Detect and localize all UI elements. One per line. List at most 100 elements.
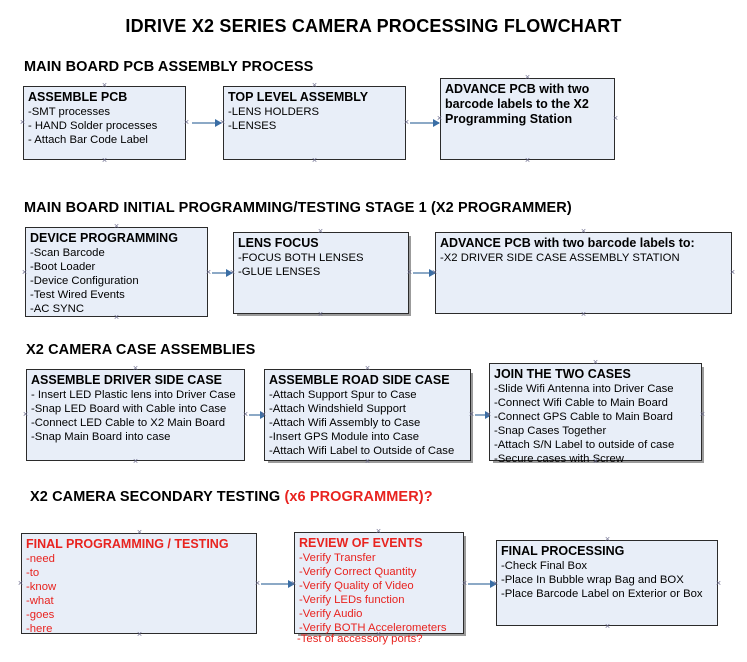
connection-handle[interactable] — [311, 157, 318, 164]
process-box-device-programming[interactable]: DEVICE PROGRAMMING -Scan Barcode -Boot L… — [25, 227, 208, 317]
process-box-body: ASSEMBLE PCB -SMT processes - HAND Solde… — [24, 87, 185, 147]
process-box-body: TOP LEVEL ASSEMBLY -LENS HOLDERS -LENSES — [224, 87, 405, 133]
connection-handle[interactable] — [406, 269, 413, 276]
process-box-body: FINAL PROCESSING -Check Final Box -Place… — [497, 541, 717, 601]
connection-handle[interactable] — [183, 119, 190, 126]
connection-handle[interactable] — [290, 580, 297, 587]
connection-handle[interactable] — [524, 157, 531, 164]
process-box-line: -to — [26, 567, 40, 579]
connection-handle[interactable] — [113, 314, 120, 321]
connection-handle[interactable] — [375, 528, 382, 535]
process-box-line: -AC SYNC — [30, 303, 84, 315]
process-box-title: DEVICE PROGRAMMING — [30, 231, 178, 245]
process-box-title: FINAL PROCESSING — [501, 544, 625, 558]
process-box-line: -what — [26, 595, 54, 607]
process-box-line: -Attach Windshield Support — [269, 403, 406, 415]
connection-handle[interactable] — [729, 269, 736, 276]
process-box-title: ASSEMBLE PCB — [28, 90, 128, 104]
connection-handle[interactable] — [229, 269, 236, 276]
connection-handle[interactable] — [492, 580, 499, 587]
process-box-overflow-line: -Test of accessory ports? — [297, 633, 423, 645]
connection-handle[interactable] — [580, 228, 587, 235]
connection-handle[interactable] — [604, 623, 611, 630]
connection-handle[interactable] — [101, 82, 108, 89]
connection-handle[interactable] — [612, 115, 619, 122]
process-box-line: -Test Wired Events — [30, 289, 125, 301]
section-heading-text: X2 CAMERA CASE ASSEMBLIES — [26, 342, 256, 358]
process-box-review-of-events[interactable]: REVIEW OF EVENTS -Verify Transfer -Verif… — [294, 532, 464, 634]
connection-handle[interactable] — [403, 119, 410, 126]
connection-handle[interactable] — [19, 119, 26, 126]
process-box-body: ADVANCE PCB with two barcode labels to t… — [441, 79, 614, 127]
connection-handle[interactable] — [461, 580, 468, 587]
connection-handle[interactable] — [317, 311, 324, 318]
process-box-line: -Snap Main Board into case — [31, 431, 171, 443]
process-box-line: -Scan Barcode — [30, 247, 105, 259]
process-box-advance-pcb-driver-side-case[interactable]: ADVANCE PCB with two barcode labels to: … — [435, 232, 732, 314]
process-box-advance-pcb-programming-station[interactable]: ADVANCE PCB with two barcode labels to t… — [440, 78, 615, 160]
connection-handle[interactable] — [715, 580, 722, 587]
connection-handle[interactable] — [260, 411, 267, 418]
connection-handle[interactable] — [317, 228, 324, 235]
connection-handle[interactable] — [242, 411, 249, 418]
process-box-assemble-driver-side-case[interactable]: ASSEMBLE DRIVER SIDE CASE - Insert LED P… — [26, 369, 245, 461]
process-box-title: ASSEMBLE ROAD SIDE CASE — [269, 373, 450, 387]
process-box-line: -LENS HOLDERS — [228, 106, 320, 118]
connection-handle[interactable] — [468, 411, 475, 418]
process-box-line: -know — [26, 581, 57, 593]
connection-handle[interactable] — [136, 631, 143, 638]
connection-handle[interactable] — [592, 359, 599, 366]
connection-handle[interactable] — [604, 536, 611, 543]
connection-handle[interactable] — [132, 365, 139, 372]
connection-handle[interactable] — [254, 580, 261, 587]
connection-handle[interactable] — [136, 529, 143, 536]
connection-handle[interactable] — [22, 411, 29, 418]
connection-handle[interactable] — [364, 365, 371, 372]
connection-handle[interactable] — [375, 631, 382, 638]
process-box-assemble-road-side-case[interactable]: ASSEMBLE ROAD SIDE CASE -Attach Support … — [264, 369, 471, 461]
connection-handle[interactable] — [132, 458, 139, 465]
connection-handle[interactable] — [524, 74, 531, 81]
connection-handle[interactable] — [431, 269, 438, 276]
process-box-line: -Slide Wifi Antenna into Driver Case — [494, 383, 674, 395]
process-box-line: -here — [26, 623, 53, 635]
process-box-title: ASSEMBLE DRIVER SIDE CASE — [31, 373, 223, 387]
process-box-body: ASSEMBLE DRIVER SIDE CASE - Insert LED P… — [27, 370, 244, 444]
connection-handle[interactable] — [699, 411, 706, 418]
connection-handle[interactable] — [364, 458, 371, 465]
process-box-line: -Check Final Box — [501, 560, 588, 572]
process-box-line: -Verify BOTH Accelerometers — [299, 622, 447, 634]
process-box-body: LENS FOCUS -FOCUS BOTH LENSES -GLUE LENS… — [234, 233, 408, 279]
process-box-body: JOIN THE TWO CASES -Slide Wifi Antenna i… — [490, 364, 701, 466]
page-title: IDRIVE X2 SERIES CAMERA PROCESSING FLOWC… — [125, 16, 622, 36]
connection-handle[interactable] — [436, 115, 443, 122]
process-box-assemble-pcb[interactable]: ASSEMBLE PCB -SMT processes - HAND Solde… — [23, 86, 186, 160]
connection-handle[interactable] — [113, 223, 120, 230]
process-box-line: -Verify Transfer — [299, 552, 376, 564]
connection-handle[interactable] — [17, 580, 24, 587]
connection-handle[interactable] — [205, 269, 212, 276]
process-box-line: -Connect LED Cable to X2 Main Board — [31, 417, 226, 429]
connection-handle[interactable] — [592, 458, 599, 465]
connection-handle[interactable] — [311, 82, 318, 89]
connection-handle[interactable] — [485, 411, 492, 418]
process-box-final-processing[interactable]: FINAL PROCESSING -Check Final Box -Place… — [496, 540, 718, 626]
process-box-line: -Connect GPS Cable to Main Board — [494, 411, 673, 423]
process-box-join-the-two-cases[interactable]: JOIN THE TWO CASES -Slide Wifi Antenna i… — [489, 363, 702, 465]
connection-handle[interactable] — [101, 157, 108, 164]
connector-arrow — [192, 119, 222, 127]
process-box-line: -Verify Quality of Video — [299, 580, 414, 592]
process-box-line: -LENSES — [228, 120, 277, 132]
connection-handle[interactable] — [21, 269, 28, 276]
process-box-title: REVIEW OF EVENTS — [299, 536, 423, 550]
connection-handle[interactable] — [219, 119, 226, 126]
process-box-title: ADVANCE PCB with two barcode labels to: — [440, 236, 695, 250]
connector-arrow — [410, 119, 440, 127]
process-box-lens-focus[interactable]: LENS FOCUS -FOCUS BOTH LENSES -GLUE LENS… — [233, 232, 409, 314]
process-box-final-programming-testing[interactable]: FINAL PROGRAMMING / TESTING -need -to -k… — [21, 533, 257, 635]
connection-handle[interactable] — [580, 311, 587, 318]
process-box-top-level-assembly[interactable]: TOP LEVEL ASSEMBLY -LENS HOLDERS -LENSES — [223, 86, 406, 160]
process-box-line: -Attach S/N Label to outside of case — [494, 439, 675, 451]
process-box-line: -need — [26, 553, 55, 565]
